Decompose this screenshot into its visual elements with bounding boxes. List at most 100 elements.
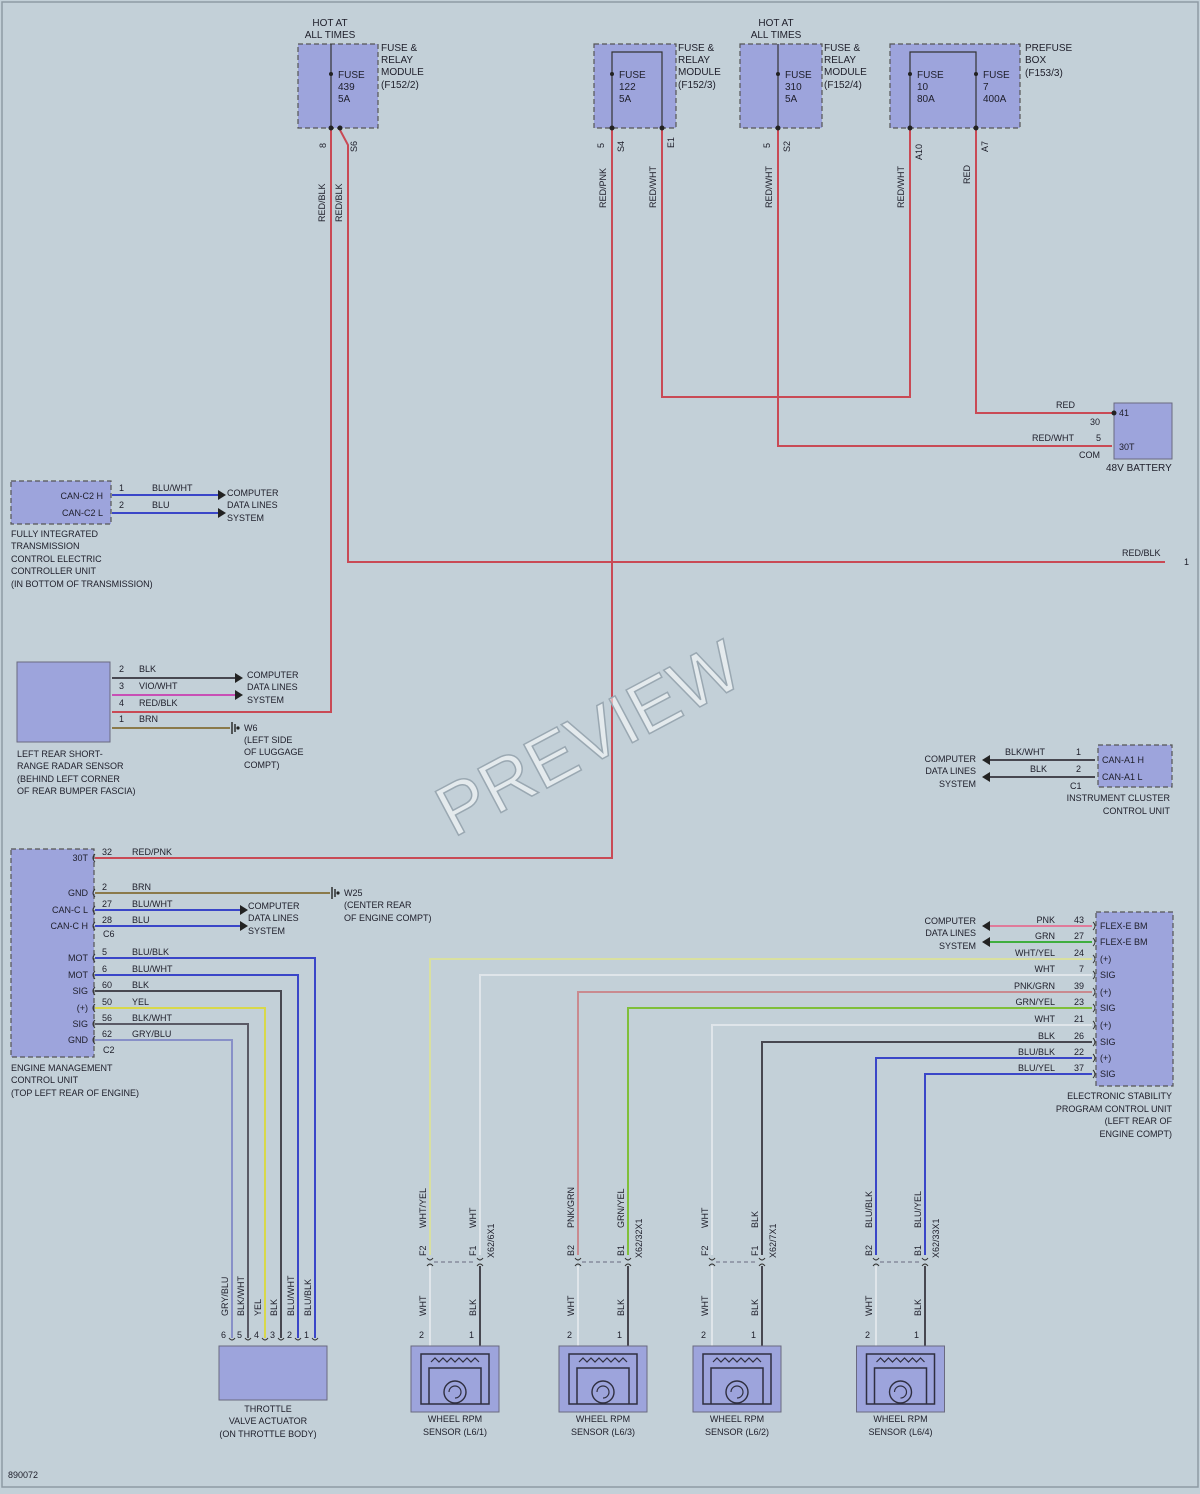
connector-mark <box>1092 1020 1096 1030</box>
ecm-caption-2: CONTROL UNIT <box>11 1075 79 1085</box>
f152-4-pin-s2: S2 <box>782 141 792 152</box>
wire-blu-wht-throttle <box>95 974 299 1338</box>
connector-mark <box>624 1257 632 1267</box>
ecm-wire-color: RED/PNK <box>132 847 172 857</box>
ecm-connector-c2: C2 <box>103 1045 115 1055</box>
wheel-sensor-icon <box>692 1345 782 1413</box>
sensor-pin-1: 1 <box>617 1330 622 1340</box>
sensor-caption-2: SENSOR (L6/3) <box>571 1427 635 1437</box>
ecm-pin-number: 5 <box>102 947 107 957</box>
esp-pin-number: 24 <box>1074 948 1084 958</box>
ecm-pin-label: GND <box>68 1035 89 1045</box>
connector-mark <box>476 1257 484 1267</box>
esp-caption-3: (LEFT REAR OF <box>1105 1116 1173 1126</box>
radar-pin-3: 3 <box>119 681 124 691</box>
f152-2-pin-8: 8 <box>318 143 328 148</box>
arrow-right-icon <box>218 490 226 500</box>
f152-4-label-4: (F152/4) <box>824 80 862 91</box>
hot-label-1a: HOT AT <box>312 18 347 29</box>
tcm-dest-3: SYSTEM <box>227 513 264 523</box>
esp-wire-color: BLU/BLK <box>1018 1047 1055 1057</box>
fuse-module-f152-4: FUSE 310 5A FUSE & RELAY MODULE (F152/4)… <box>739 43 867 152</box>
tcm-wire-blu-wht: BLU/WHT <box>152 483 193 493</box>
radar-sensor: 2 3 4 1 BLK VIO/WHT RED/BLK BRN COMPUTER… <box>16 661 304 796</box>
esp-dest-3: SYSTEM <box>939 941 976 951</box>
radar-ground-3: OF LUGGAGE <box>244 747 304 757</box>
battery-48v: 41 30T RED 30 RED/WHT 5 COM 48V BATTERY <box>1032 400 1173 474</box>
cluster-wire-blk: BLK <box>1030 764 1047 774</box>
ecm-wire-color: BLU/WHT <box>132 964 173 974</box>
throttle-wire-color: BLU/WHT <box>286 1275 296 1316</box>
arrow-right-icon <box>235 673 243 683</box>
connector-mark <box>92 888 96 898</box>
ecm-pin-label: MOT <box>68 953 88 963</box>
throttle-wire-color: BLK <box>269 1299 279 1316</box>
esp-wire-color: GRN <box>1035 931 1055 941</box>
wire-red-blk-main <box>339 129 1165 563</box>
sensor-conn-pin-right: B1 <box>913 1245 923 1256</box>
sensor-pin-2: 2 <box>701 1330 706 1340</box>
throttle-pin-number: 5 <box>237 1330 242 1340</box>
f153-3-pin-a10: A10 <box>914 144 924 160</box>
esp-pin-label: (+) <box>1100 1053 1111 1063</box>
esp-wire-color: PNK <box>1036 915 1055 925</box>
cluster-dest-3: SYSTEM <box>939 779 976 789</box>
connector-mark <box>1092 1003 1096 1013</box>
ecm-pin-number: 62 <box>102 1029 112 1039</box>
throttle-wire-color: GRY/BLU <box>220 1277 230 1316</box>
wire-pnk-grn-esp <box>577 991 1092 1255</box>
arrow-right-icon <box>240 921 248 931</box>
f152-4-label-3: MODULE <box>824 67 867 78</box>
battery-pin-30t: 30T <box>1119 442 1135 452</box>
throttle-caption-3: (ON THROTTLE BODY) <box>219 1429 316 1439</box>
cluster-dest-1: COMPUTER <box>925 754 977 764</box>
esp-pin-number: 26 <box>1074 1031 1084 1041</box>
esp-pin-label: (+) <box>1100 954 1111 964</box>
esp-pin-number: 7 <box>1079 964 1084 974</box>
esp-wire-color: GRN/YEL <box>1015 997 1055 1007</box>
esp-pin-label: SIG <box>1100 1069 1116 1079</box>
radar-dest-1: COMPUTER <box>247 670 299 680</box>
esp-pin-number: 22 <box>1074 1047 1084 1057</box>
ecm-pin-label: CAN-C L <box>52 905 88 915</box>
wheel-sensor-icon <box>856 1345 945 1413</box>
sensor-connector-id: X62/33X1 <box>931 1218 941 1258</box>
fuse-10-number: 10 <box>917 82 929 93</box>
tcm-pin-can-c2-l: CAN-C2 L <box>62 508 103 518</box>
label-wire-red-blk-1: RED/BLK <box>317 183 327 222</box>
esp-wire-color: PNK/GRN <box>1014 981 1055 991</box>
fuse-10-word: FUSE <box>917 70 944 81</box>
f152-2-label-1: FUSE & <box>381 43 417 54</box>
cluster-caption-1: INSTRUMENT CLUSTER <box>1067 793 1171 803</box>
ecm-caption-1: ENGINE MANAGEMENT <box>11 1063 113 1073</box>
connector-mark <box>1092 937 1096 947</box>
ecm-pin-label: CAN-C H <box>51 921 89 931</box>
label-wire-red-pnk: RED/PNK <box>598 168 608 208</box>
ecm-ground-w25: W25 <box>344 888 363 898</box>
ecm-pin-label: MOT <box>68 970 88 980</box>
battery-title: 48V BATTERY <box>1106 463 1172 474</box>
fuse-7-amp: 400A <box>983 94 1007 105</box>
diagram-id: 890072 <box>8 1470 38 1480</box>
sensor-caption-1: WHEEL RPM <box>710 1414 764 1424</box>
sensor-caption-2: SENSOR (L6/4) <box>868 1427 932 1437</box>
sensor-connector-id: X62/7X1 <box>768 1223 778 1258</box>
ecm-wire-color: BLU/BLK <box>132 947 169 957</box>
cluster-caption-2: CONTROL UNIT <box>1103 806 1171 816</box>
ecm-pin-label: SIG <box>72 986 88 996</box>
tcm-pin-can-c2-h: CAN-C2 H <box>60 491 103 501</box>
sensor-upper-wire-left: PNK/GRN <box>566 1187 576 1228</box>
sensor-caption-1: WHEEL RPM <box>873 1414 927 1424</box>
sensor-pin-2: 2 <box>865 1330 870 1340</box>
connector-mark <box>92 921 96 931</box>
sensor-lower-wire-left: WHT <box>418 1295 428 1316</box>
connector-mark <box>92 986 96 996</box>
wire-blk-wht-throttle <box>95 1023 249 1338</box>
tcm-caption-1: FULLY INTEGRATED <box>11 529 99 539</box>
ecm-pin-number: 32 <box>102 847 112 857</box>
ecm-pin-label: (+) <box>77 1003 88 1013</box>
tcm-wire-blu: BLU <box>152 500 170 510</box>
